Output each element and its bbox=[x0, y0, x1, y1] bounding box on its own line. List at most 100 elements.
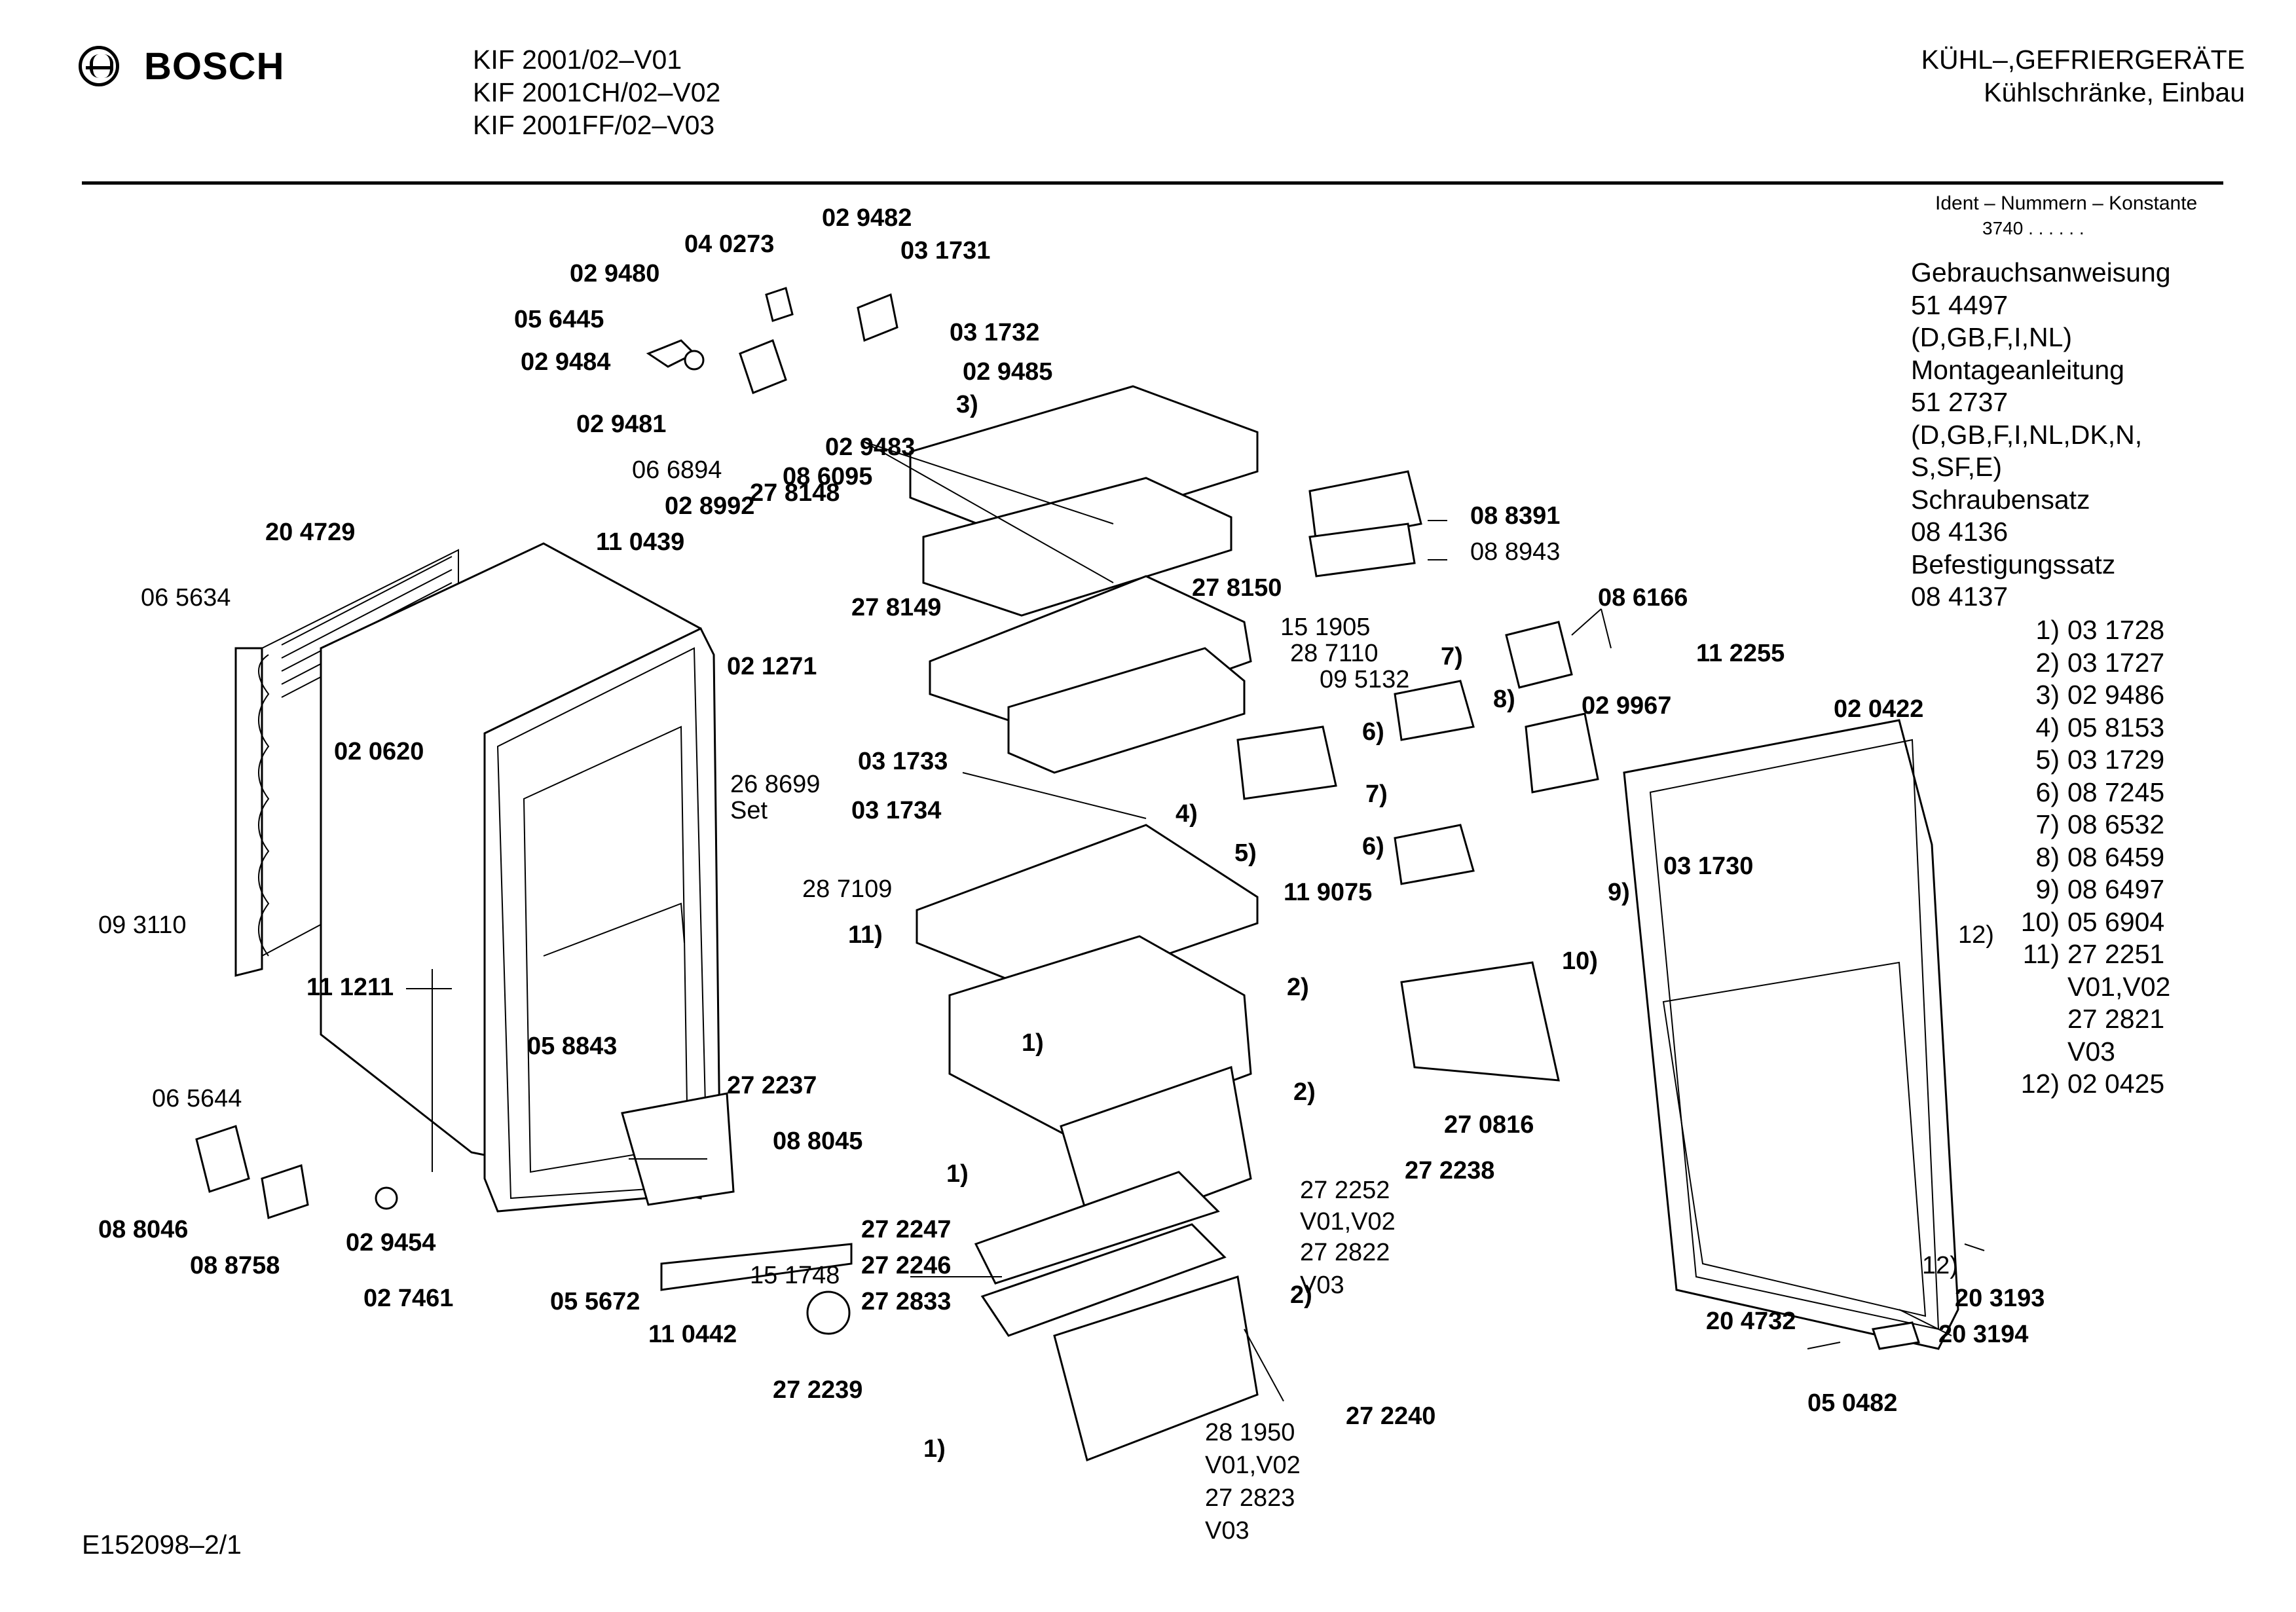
part-callout: 08 8045 bbox=[773, 1127, 862, 1155]
part-callout: 20 3193 bbox=[1955, 1285, 2045, 1312]
part-callout: 2) bbox=[1293, 1078, 1316, 1106]
documents-line: Gebrauchsanweisung bbox=[1911, 257, 2171, 287]
part-callout: 11 0439 bbox=[596, 528, 684, 556]
part-callout: 1) bbox=[946, 1160, 969, 1188]
footnote-key: 1) bbox=[2035, 615, 2060, 645]
part-callout: 02 7461 bbox=[363, 1285, 453, 1312]
part-callout: 08 8943 bbox=[1470, 538, 1560, 566]
part-callout: 12) bbox=[1922, 1252, 1958, 1279]
part-callout: 7) bbox=[1441, 643, 1463, 670]
documents-line: Befestigungssatz bbox=[1911, 549, 2116, 579]
part-callout: 7) bbox=[1365, 780, 1388, 808]
documents-line: 08 4136 bbox=[1911, 517, 2009, 547]
footnote-part: 08 7245 bbox=[2067, 777, 2165, 807]
footnote-variant: V01,V02 bbox=[2067, 971, 2171, 1002]
footnote-variant: 27 2821 bbox=[2067, 1004, 2165, 1034]
footnote: 12)02 0425 bbox=[2020, 1068, 2170, 1101]
part-callout: 02 9484 bbox=[521, 348, 610, 376]
category-line: KÜHL–,GEFRIERGERÄTE bbox=[1921, 45, 2245, 75]
part-callout: 06 5644 bbox=[152, 1085, 242, 1112]
model-line: KIF 2001CH/02–V02 bbox=[473, 77, 721, 107]
header-rule bbox=[82, 181, 2223, 185]
part-callout: 05 6445 bbox=[514, 306, 604, 333]
part-callout: V01,V02 bbox=[1205, 1452, 1301, 1479]
footnote-key: 3) bbox=[2035, 680, 2060, 710]
footnote-key: 4) bbox=[2035, 712, 2060, 742]
footnote: 8)08 6459 bbox=[2020, 841, 2170, 874]
part-callout: V03 bbox=[1300, 1272, 1344, 1299]
documents-line: 08 4137 bbox=[1911, 581, 2009, 612]
part-callout: 03 1732 bbox=[950, 319, 1039, 346]
footnote-key: 2) bbox=[2035, 647, 2060, 678]
documents-line: Schraubensatz bbox=[1911, 484, 2090, 515]
part-callout: 27 2822 bbox=[1300, 1239, 1390, 1266]
part-callout: 09 5132 bbox=[1320, 666, 1409, 693]
part-callout: 27 2246 bbox=[861, 1252, 951, 1279]
part-callout: 02 1271 bbox=[727, 653, 817, 680]
part-callout: 20 3194 bbox=[1938, 1321, 2028, 1348]
footnote-part: 02 0425 bbox=[2067, 1069, 2165, 1099]
glass-shelves bbox=[909, 385, 1259, 774]
door-panel bbox=[1623, 719, 1959, 1350]
model-line: KIF 2001FF/02–V03 bbox=[473, 110, 715, 140]
ident-constant: 3740 . . . . . . bbox=[1982, 218, 2084, 238]
part-callout: 02 8992 bbox=[665, 492, 754, 520]
part-callout: 27 2823 bbox=[1205, 1484, 1295, 1512]
part-callout: 11 0442 bbox=[648, 1321, 737, 1348]
part-callout: 8) bbox=[1493, 686, 1515, 713]
part-callout: 15 1748 bbox=[750, 1262, 840, 1289]
part-callout: 03 1734 bbox=[851, 797, 941, 824]
part-callout: 03 1731 bbox=[900, 237, 990, 265]
crisper-drawers bbox=[916, 824, 1259, 1462]
ident-label: Ident – Nummern – Konstante bbox=[1935, 192, 2198, 214]
footnote: 10)05 6904 bbox=[2020, 906, 2170, 939]
documents-list: Gebrauchsanweisung 51 4497 (D,GB,F,I,NL)… bbox=[1911, 257, 2171, 614]
footnote-key: 8) bbox=[2035, 841, 2060, 872]
footnote: 7)08 6532 bbox=[2020, 809, 2170, 841]
footnote-key: 11) bbox=[2022, 939, 2060, 969]
part-callout: 04 0273 bbox=[684, 230, 774, 258]
footnote: 3)02 9486 bbox=[2020, 679, 2170, 712]
part-callout: 09 3110 bbox=[98, 911, 187, 939]
documents-line: Montageanleitung bbox=[1911, 354, 2124, 385]
footnote-variant: V03 bbox=[2067, 1036, 2115, 1067]
part-callout: 11) bbox=[848, 921, 883, 949]
part-callout: 6) bbox=[1362, 833, 1384, 860]
part-callout: 1) bbox=[1022, 1029, 1044, 1057]
documents-line: S,SF,E) bbox=[1911, 452, 2002, 482]
footnote-part: 27 2251 bbox=[2067, 939, 2165, 969]
footnote: 4)05 8153 bbox=[2020, 712, 2170, 744]
part-callout: 27 2238 bbox=[1405, 1157, 1494, 1184]
part-callout: 03 1733 bbox=[858, 748, 948, 775]
part-callout: 27 2833 bbox=[861, 1288, 951, 1315]
leader-lines bbox=[406, 441, 1985, 1402]
part-callout: 9) bbox=[1608, 879, 1630, 906]
part-callout: 1) bbox=[923, 1435, 946, 1463]
part-callout: 02 9481 bbox=[576, 411, 666, 438]
footnote-list: 1)03 1728 2)03 1727 3)02 9486 4)05 8153 … bbox=[2020, 614, 2171, 1101]
part-callout: 02 9454 bbox=[346, 1229, 435, 1256]
part-callout: 02 9480 bbox=[570, 260, 659, 287]
documents-line: 51 2737 bbox=[1911, 387, 2009, 417]
part-callout: 10) bbox=[1562, 947, 1598, 975]
part-callout: 28 7110 bbox=[1290, 640, 1379, 667]
category-line: Kühlschränke, Einbau bbox=[1984, 77, 2245, 107]
footnote: 2)03 1727 bbox=[2020, 647, 2170, 680]
part-callout: 3) bbox=[956, 391, 978, 418]
part-callout: 6) bbox=[1362, 718, 1384, 746]
part-callout: 02 9483 bbox=[825, 433, 915, 461]
footnote-key: 6) bbox=[2035, 777, 2060, 807]
brand-name: BOSCH bbox=[144, 45, 285, 88]
part-callout: Set bbox=[730, 797, 768, 824]
part-callout: 05 0482 bbox=[1807, 1389, 1897, 1417]
part-callout: 02 9485 bbox=[963, 358, 1052, 386]
bosch-logo: BOSCH bbox=[79, 43, 284, 89]
part-callout: 2) bbox=[1287, 974, 1309, 1001]
part-callout: 4) bbox=[1176, 800, 1198, 828]
part-callout: 02 0422 bbox=[1834, 695, 1923, 723]
footnote-key: 5) bbox=[2035, 744, 2060, 775]
part-callout: 03 1730 bbox=[1663, 852, 1753, 880]
